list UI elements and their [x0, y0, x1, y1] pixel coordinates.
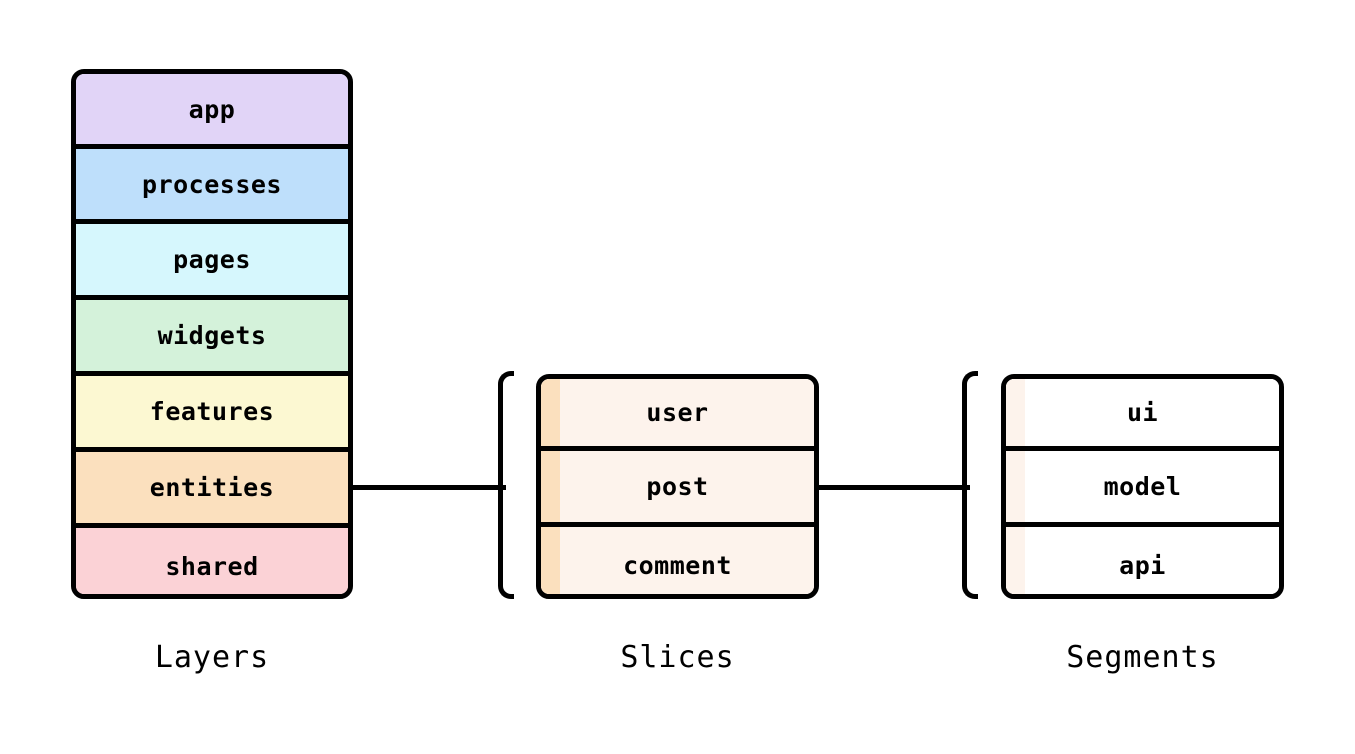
row-stripe [541, 379, 560, 446]
connector-layers-to-slices [352, 485, 506, 490]
layer-row-app[interactable]: app [76, 74, 348, 149]
slices-stack: user post comment [536, 374, 819, 599]
caption-segments: Segments [1066, 640, 1219, 675]
layer-row-pages[interactable]: pages [76, 224, 348, 300]
row-stripe [1006, 451, 1025, 522]
layer-label-shared: shared [165, 551, 259, 581]
layer-label-features: features [149, 397, 275, 426]
row-stripe [541, 451, 560, 522]
layer-row-entities[interactable]: entities [76, 452, 348, 528]
segment-row-api[interactable]: api [1006, 527, 1279, 594]
layer-row-shared[interactable]: shared [76, 528, 348, 594]
slice-label-comment: comment [623, 551, 732, 580]
slice-label-post: post [646, 472, 709, 501]
layer-label-processes: processes [142, 169, 282, 199]
segment-row-model[interactable]: model [1006, 451, 1279, 527]
slice-row-user[interactable]: user [541, 379, 814, 451]
layer-row-widgets[interactable]: widgets [76, 300, 348, 376]
segments-stack: ui model api [1001, 374, 1284, 599]
row-stripe [1006, 379, 1025, 446]
layer-label-app: app [188, 94, 236, 124]
row-stripe [541, 527, 560, 594]
layer-label-entities: entities [149, 473, 275, 502]
layer-label-widgets: widgets [157, 321, 267, 350]
segment-label-api: api [1119, 551, 1166, 580]
layer-label-pages: pages [173, 245, 251, 274]
layers-stack: app processes pages widgets features ent… [71, 69, 353, 599]
slice-label-user: user [646, 398, 709, 427]
row-stripe [1006, 527, 1025, 594]
slices-bracket [498, 371, 514, 599]
segment-row-ui[interactable]: ui [1006, 379, 1279, 451]
layer-row-processes[interactable]: processes [76, 149, 348, 224]
caption-layers: Layers [154, 640, 270, 675]
segment-label-ui: ui [1126, 398, 1159, 427]
layer-row-features[interactable]: features [76, 376, 348, 452]
slice-row-comment[interactable]: comment [541, 527, 814, 594]
caption-slices: Slices [620, 640, 735, 675]
segments-bracket [962, 371, 978, 599]
slice-row-post[interactable]: post [541, 451, 814, 527]
segment-label-model: model [1103, 472, 1182, 501]
connector-slices-to-segments [818, 485, 970, 490]
